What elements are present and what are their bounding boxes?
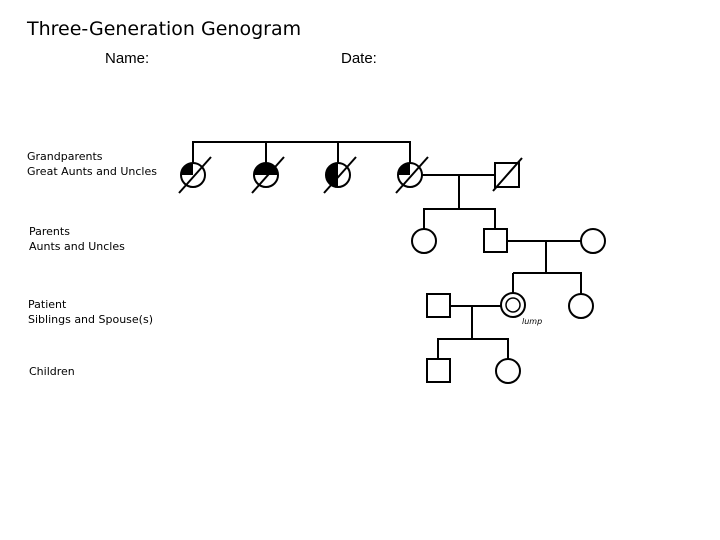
grandparent-female-1 bbox=[178, 156, 212, 194]
date-label: Date: bbox=[341, 50, 377, 67]
children-sibship-line bbox=[437, 338, 509, 359]
generation-label-children: Children bbox=[29, 365, 75, 378]
patient-sibship-line bbox=[512, 272, 582, 294]
spouse-male bbox=[426, 293, 451, 318]
father-male bbox=[483, 228, 508, 253]
generation-label-grandparents: Grandparents Great Aunts and Uncles bbox=[27, 150, 157, 178]
grandparent-female-2 bbox=[251, 156, 285, 194]
grandparent-sibship-line bbox=[192, 141, 411, 163]
patient-note: lump bbox=[522, 317, 542, 326]
child-male bbox=[426, 358, 451, 383]
sibling-female bbox=[568, 293, 594, 319]
parent-sibship-line bbox=[423, 208, 496, 229]
grandparent-female-3 bbox=[323, 156, 357, 194]
generation-label-patient: Patient Siblings and Spouse(s) bbox=[28, 298, 153, 326]
page-title: Three-Generation Genogram bbox=[27, 18, 302, 40]
generation-label-parents: Parents Aunts and Uncles bbox=[29, 225, 125, 253]
mother-female bbox=[580, 228, 606, 254]
patient-female bbox=[500, 292, 526, 318]
child-female bbox=[495, 358, 521, 384]
grandfather-deceased bbox=[492, 157, 523, 192]
grandparent-female-4 bbox=[395, 156, 429, 194]
name-label: Name: bbox=[105, 50, 150, 67]
aunt-female bbox=[411, 228, 437, 254]
